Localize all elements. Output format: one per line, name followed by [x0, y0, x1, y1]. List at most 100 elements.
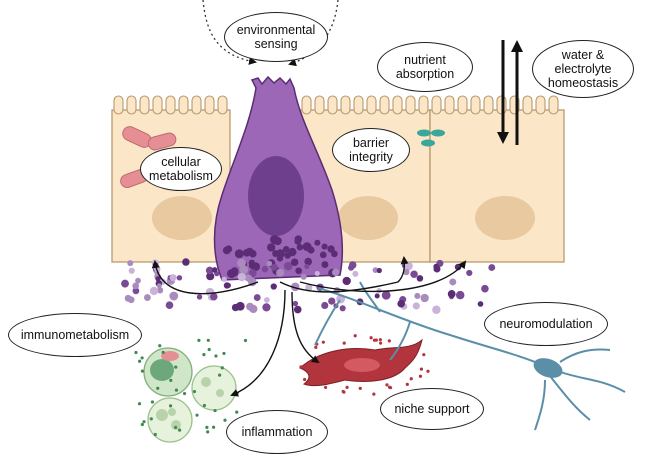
granule	[267, 243, 276, 252]
cytokine-dot	[214, 354, 218, 358]
granule	[302, 242, 312, 252]
granule	[321, 301, 329, 310]
mitochondria	[120, 126, 177, 189]
granule	[266, 260, 273, 267]
microvillus	[139, 95, 150, 115]
granule	[292, 300, 299, 307]
granule	[321, 243, 328, 250]
granule	[237, 272, 246, 282]
cytokine-dot	[137, 359, 142, 363]
label-text: nutrient absorption	[395, 53, 455, 81]
granule	[300, 273, 307, 280]
granule	[466, 269, 473, 277]
secreted-dot	[358, 386, 362, 390]
secreted-dot	[422, 353, 426, 357]
granule	[205, 266, 214, 275]
granule	[272, 250, 279, 257]
granule	[414, 292, 421, 300]
secreted-dot	[426, 369, 430, 373]
granule	[290, 258, 299, 266]
granule	[410, 270, 418, 278]
granule	[328, 297, 336, 305]
granule	[234, 249, 244, 259]
mitochondrion	[147, 132, 177, 151]
secreted-dot	[323, 385, 328, 390]
granule	[282, 245, 290, 253]
cytokine-dot	[173, 425, 178, 430]
granule	[416, 275, 424, 282]
granule	[144, 294, 151, 302]
granule	[481, 284, 489, 293]
granule	[352, 270, 359, 277]
cytokine-dot	[213, 408, 217, 413]
cytokine-dot	[174, 365, 178, 369]
microvillus	[353, 95, 364, 115]
granule	[348, 264, 355, 271]
secreted-dot	[345, 385, 349, 389]
granule	[339, 305, 346, 312]
granule	[169, 291, 179, 301]
label-text: water & electrolyte homeostasis	[547, 48, 619, 90]
cytokine-dot	[218, 373, 222, 377]
label-text: immunometabolism	[20, 328, 130, 342]
granule	[149, 286, 159, 296]
granule	[433, 263, 439, 270]
granule	[165, 301, 174, 309]
label-text: barrier integrity	[349, 136, 393, 164]
cytokine-dot	[161, 350, 165, 354]
secreted-dot	[378, 338, 382, 342]
cytokine-dot	[149, 417, 153, 421]
granule	[223, 282, 231, 289]
secreted-dot	[379, 341, 383, 345]
cytokine-dot	[207, 347, 211, 352]
granule	[304, 263, 310, 269]
microvillus	[418, 95, 429, 115]
granule	[304, 257, 313, 266]
enteroendocrine-nucleus	[248, 156, 304, 236]
granule	[156, 287, 164, 294]
cytokine-dot	[202, 353, 206, 357]
granule	[270, 283, 277, 290]
microvillus	[431, 95, 442, 115]
neuron	[314, 281, 626, 431]
secreted-dot	[412, 351, 416, 355]
granule	[132, 282, 140, 290]
environmental-signal-lines	[202, 0, 339, 67]
label-text: inflammation	[241, 425, 313, 439]
cytokine-dot	[206, 338, 210, 342]
nucleus-left	[152, 196, 212, 240]
cytokine-dot	[174, 388, 179, 392]
microvillus	[152, 95, 163, 115]
granule	[210, 292, 218, 301]
granule	[121, 279, 129, 288]
secreted-dot	[321, 340, 325, 344]
granule	[253, 294, 261, 301]
secreted-dot	[405, 382, 409, 386]
cytokine-dot	[153, 432, 157, 437]
microvillus	[178, 95, 189, 115]
transporter-icon	[417, 129, 445, 147]
microvillus	[535, 95, 546, 115]
granule	[127, 296, 135, 304]
granule	[283, 261, 293, 271]
granule	[305, 284, 313, 292]
secreted-dot	[342, 341, 346, 345]
cytokine-dot	[182, 391, 187, 396]
cytokine-dot	[150, 400, 155, 404]
granule	[455, 290, 465, 300]
microvillus	[483, 95, 494, 115]
microvillus	[204, 95, 215, 115]
cytokine-dot	[243, 338, 248, 343]
granule	[327, 245, 335, 253]
cytokine-dot	[158, 344, 162, 348]
granule	[169, 274, 177, 282]
granule	[294, 238, 302, 245]
secreted-dot	[387, 339, 391, 343]
label-barrier-integrity: barrier integrity	[332, 128, 410, 172]
fibroblast	[299, 334, 430, 396]
granule	[182, 258, 190, 266]
microvillus	[470, 95, 481, 115]
cytokine-dot	[134, 350, 138, 355]
cytokine-dot	[168, 404, 173, 408]
granule	[342, 276, 351, 286]
